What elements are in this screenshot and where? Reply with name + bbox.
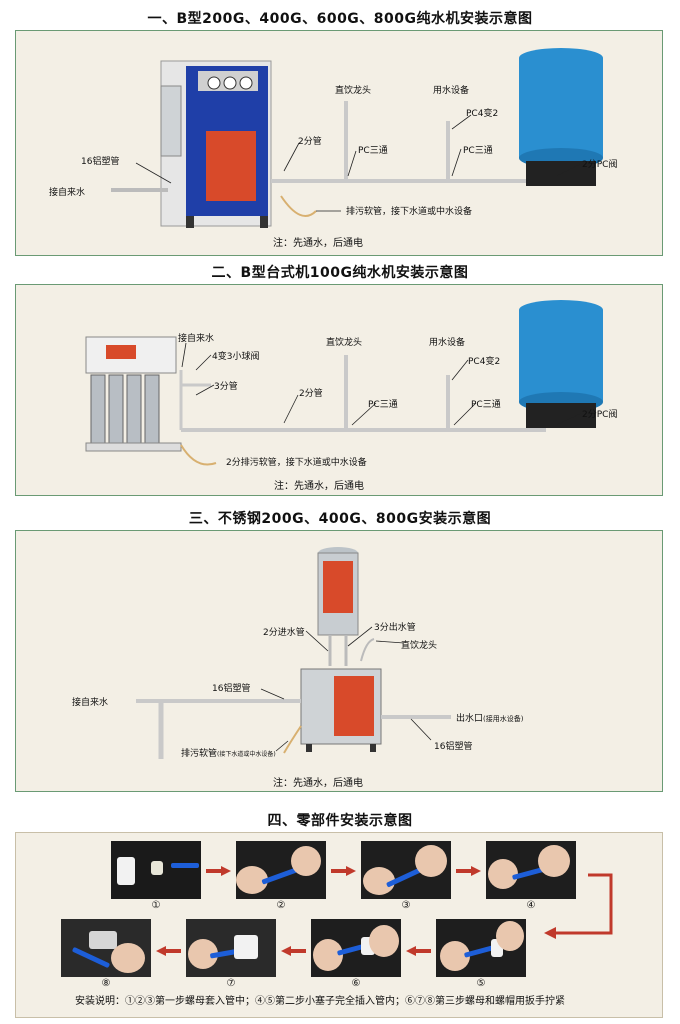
- step-number-7: ⑦: [226, 978, 236, 989]
- section2-panel: 接自来水 4变3小球阀 3分管 2分管 直饮龙头 用水设备 PC4变2 PC三通…: [15, 284, 663, 496]
- step-number-5: ⑤: [476, 978, 486, 989]
- step-number-3: ③: [401, 900, 411, 911]
- section1-panel: 16铝塑管 接自来水 2分管 直饮龙头 用水设备 PC三通 PC4变2 PC三通…: [15, 30, 663, 256]
- step1-photo: [111, 841, 201, 899]
- section3-diagram: [136, 547, 451, 759]
- label-inlet: 接自来水: [178, 334, 215, 344]
- label-inlet-pipe: 2分进水管: [263, 628, 305, 638]
- label-outlet-pipe: 3分出水管: [374, 623, 416, 633]
- section3-title: 三、不锈钢200G、400G、800G安装示意图: [188, 511, 492, 527]
- section3-panel: 2分进水管 3分出水管 直饮龙头 接自来水 16铝塑管 出水口(接用水设备) 1…: [15, 530, 663, 792]
- label-inlet: 接自来水: [72, 698, 109, 708]
- label-pc-tee1: PC三通: [358, 146, 388, 156]
- step-number-6: ⑥: [351, 978, 361, 989]
- section4-title: 四、零部件安装示意图: [267, 813, 413, 829]
- step4-photo: [486, 841, 576, 899]
- step-number-4: ④: [526, 900, 536, 911]
- step5-photo: [436, 919, 526, 977]
- section2-title: 二、B型台式机100G纯水机安装示意图: [211, 265, 469, 281]
- label-faucet: 直饮龙头: [401, 641, 438, 651]
- step8-photo: [61, 919, 151, 977]
- label-pipe2: 2分管: [299, 389, 323, 399]
- label-drain: 排污软管(接下水道或中水设备): [181, 749, 276, 759]
- label-ball-valve: 4变3小球阀: [212, 352, 260, 362]
- install-instructions: 安装说明：①②③第一步螺母套入管中；④⑤第二步小塞子完全插入管内；⑥⑦⑧第三步螺…: [75, 996, 565, 1007]
- step3-photo: [361, 841, 451, 899]
- section1-title: 一、B型200G、400G、600G、800G纯水机安装示意图: [147, 11, 533, 27]
- label-aluminum-pipe2: 16铝塑管: [434, 742, 473, 752]
- section2-note: 注：先通水，后通电: [274, 481, 364, 492]
- label-inlet: 接自来水: [49, 188, 86, 198]
- label-pipe2: 2分管: [298, 137, 322, 147]
- label-pc-valve: 2分PC阀: [582, 410, 618, 420]
- label-faucet: 直饮龙头: [326, 338, 363, 348]
- label-water-device: 用水设备: [433, 86, 470, 96]
- section4-panel: ① ② ③ ④ ⑤ ⑥ ⑦ ⑧: [15, 832, 663, 1018]
- label-pc4to2: PC4变2: [468, 357, 501, 367]
- label-aluminum-pipe: 16铝塑管: [81, 157, 120, 167]
- step-number-1: ①: [151, 900, 161, 911]
- label-pc-tee1: PC三通: [368, 400, 398, 410]
- step-number-8: ⑧: [101, 978, 111, 989]
- label-faucet: 直饮龙头: [335, 86, 372, 96]
- label-pc-valve: 2分PC阀: [582, 160, 618, 170]
- label-drain: 排污软管，接下水道或中水设备: [346, 207, 473, 217]
- section1-note: 注：先通水，后通电: [273, 238, 363, 249]
- label-pc4to2: PC4变2: [466, 109, 499, 119]
- section3-note: 注：先通水，后通电: [273, 778, 363, 789]
- section1-diagram: [111, 48, 603, 228]
- label-drain: 2分排污软管，接下水道或中水设备: [226, 458, 367, 468]
- step-number-2: ②: [276, 900, 286, 911]
- section4-arrows: [156, 866, 613, 956]
- step6-photo: [311, 919, 401, 977]
- label-outlet: 出水口(接用水设备): [456, 714, 524, 724]
- step7-photo: [186, 919, 276, 977]
- label-pc-tee2: PC三通: [463, 146, 493, 156]
- label-aluminum-pipe: 16铝塑管: [212, 684, 251, 694]
- label-pc-tee2: PC三通: [471, 400, 501, 410]
- label-pipe3: 3分管: [214, 382, 238, 392]
- label-water-device: 用水设备: [429, 338, 466, 348]
- step2-photo: [236, 841, 326, 899]
- section2-diagram: [85, 300, 603, 466]
